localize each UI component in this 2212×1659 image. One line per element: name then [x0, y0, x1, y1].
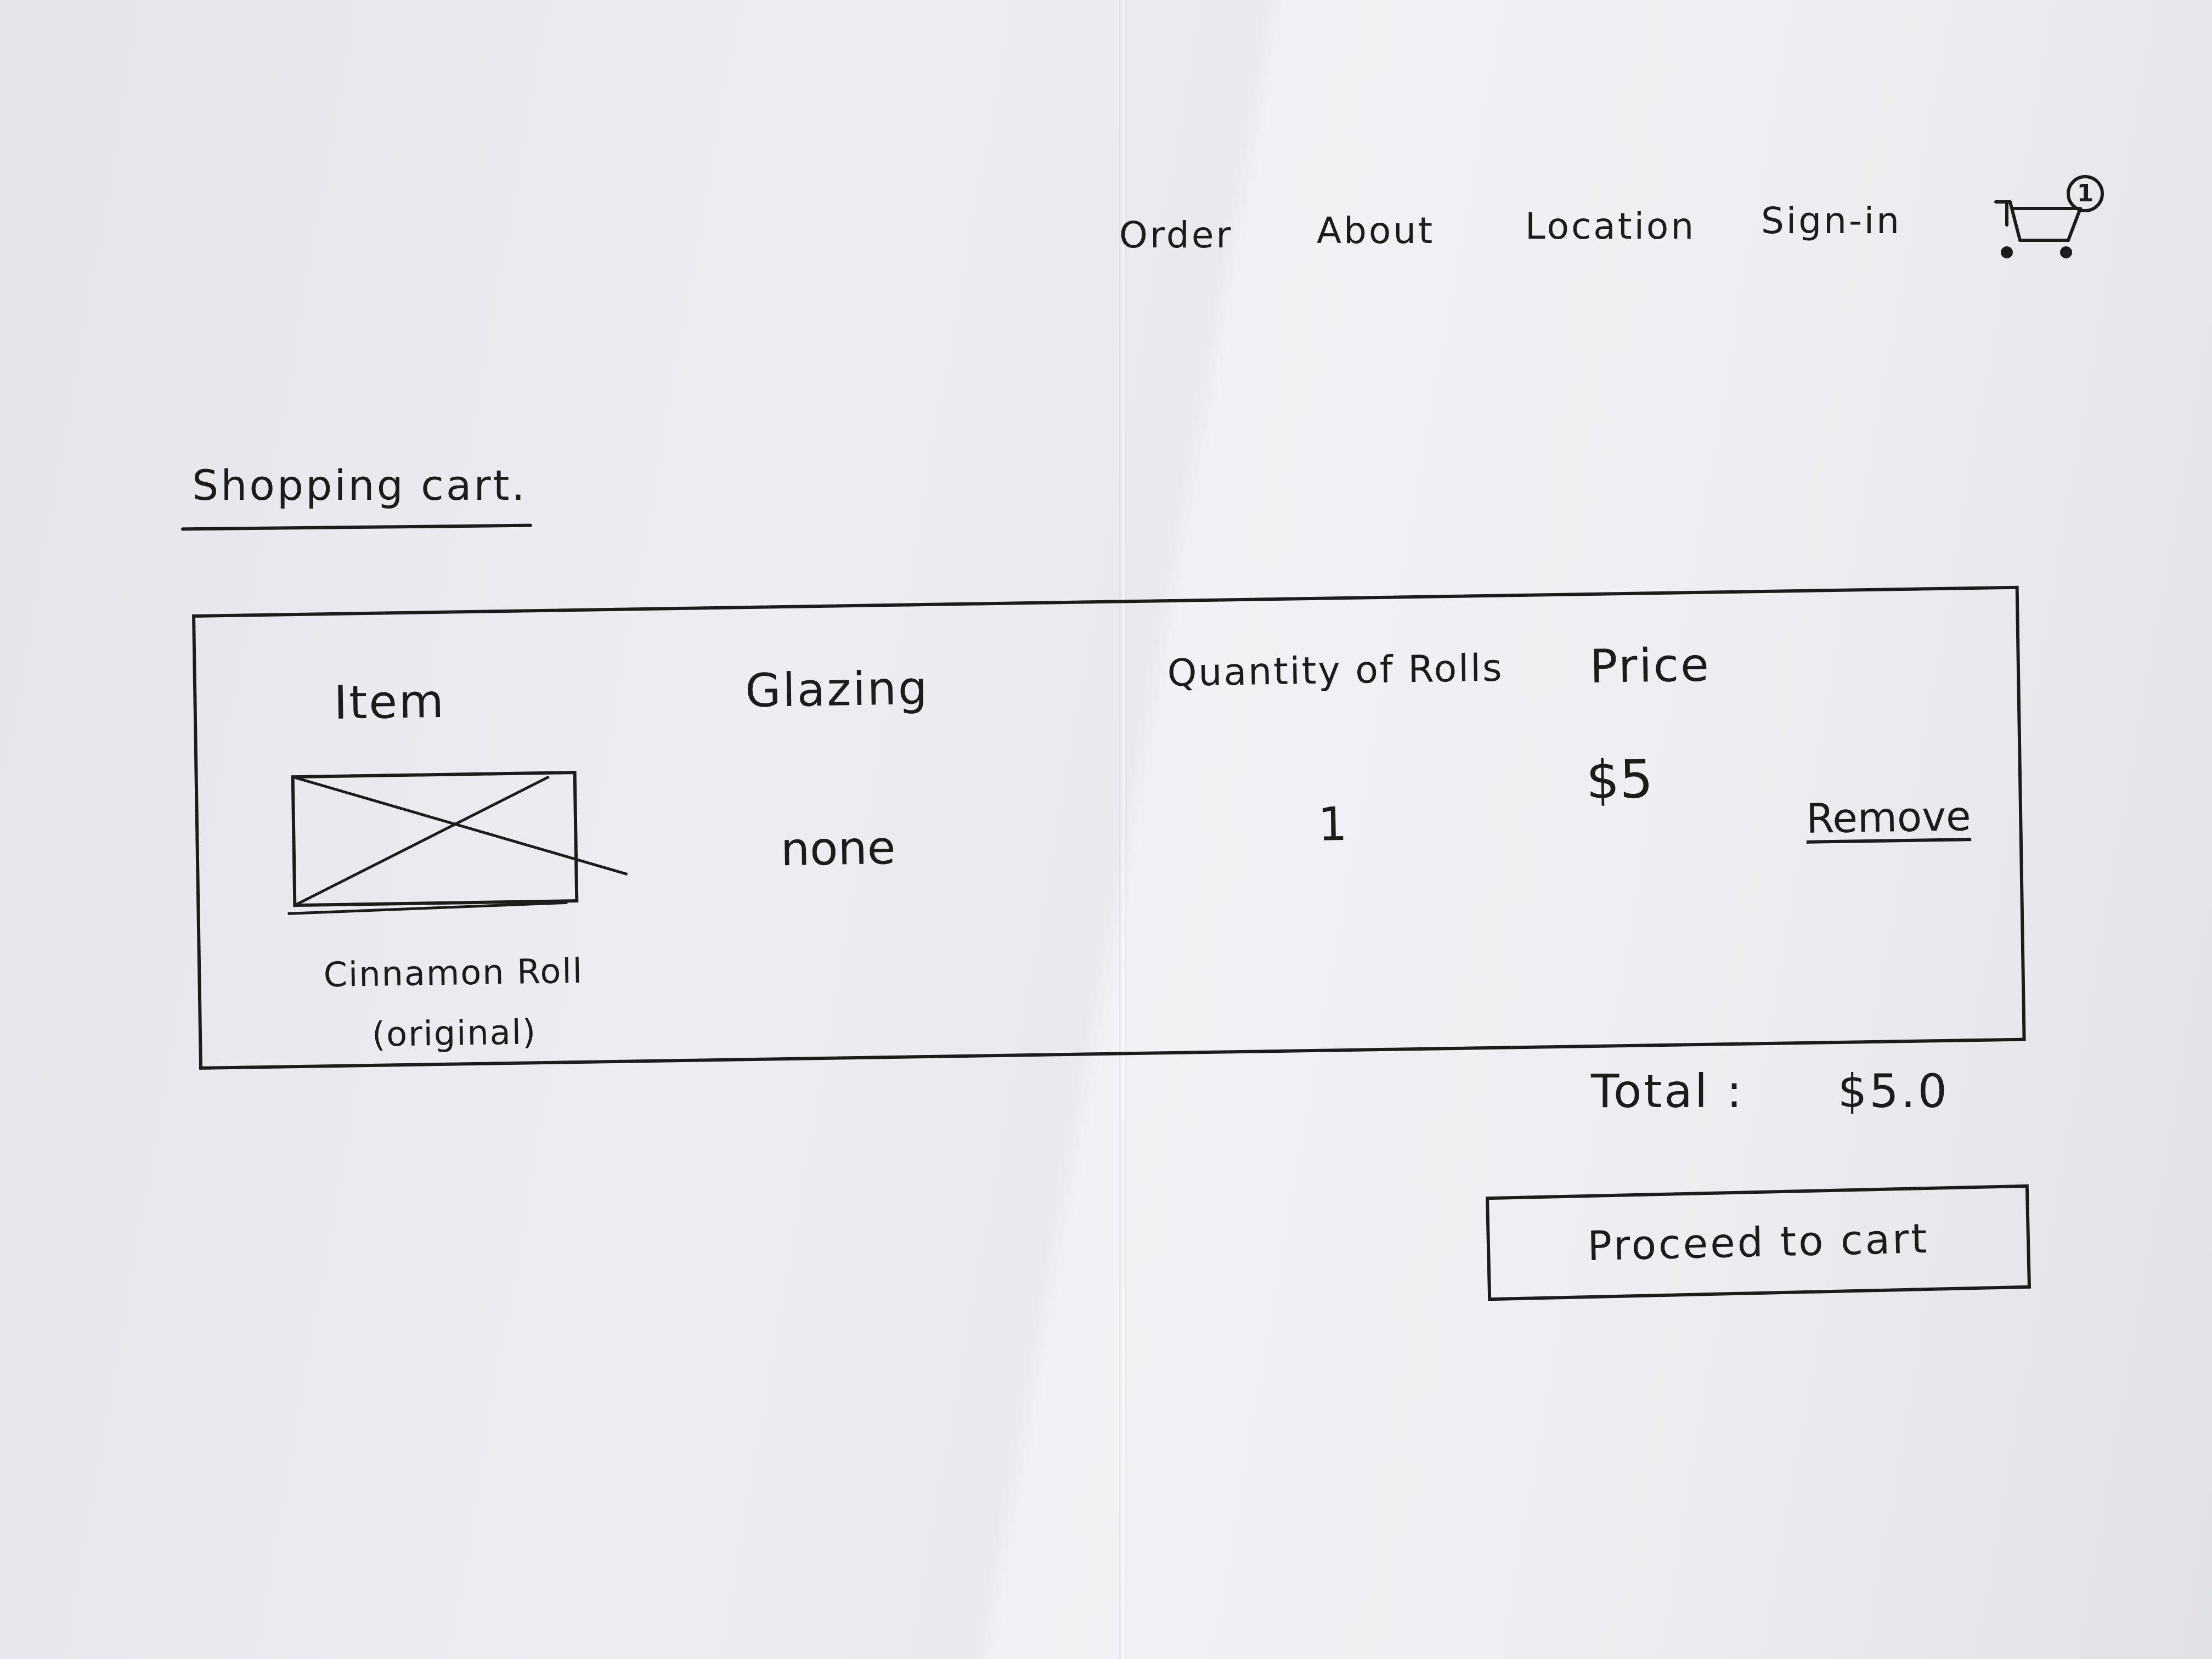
nav-about-link[interactable]: About: [1317, 210, 1435, 252]
shopping-cart-icon: [1994, 175, 2104, 258]
top-nav: Order About Location Sign-in 1: [1108, 175, 2123, 274]
proceed-to-cart-button[interactable]: Proceed to cart: [1485, 1184, 2032, 1301]
column-header-item: Item: [333, 674, 446, 730]
column-header-glazing: Glazing: [744, 661, 929, 718]
nav-signin-link[interactable]: Sign-in: [1761, 200, 1901, 242]
image-placeholder-icon: [287, 771, 628, 915]
remove-item-link[interactable]: Remove: [1805, 793, 1972, 843]
cart-table: Item Glazing Quantity of Rolls Price Cin…: [192, 585, 2026, 1070]
product-name: Cinnamon Roll (original): [323, 950, 584, 1054]
page-title: Shopping cart.: [192, 461, 527, 510]
cart-count-badge: 1: [2076, 179, 2094, 207]
nav-location-link[interactable]: Location: [1525, 205, 1696, 247]
table-row: Cinnamon Roll (original) none 1 $5 Remov…: [195, 589, 2016, 1054]
column-header-price: Price: [1589, 637, 1711, 693]
cart-total: Total : $5.0: [1591, 1064, 1949, 1118]
total-label: Total :: [1591, 1064, 1745, 1118]
quantity-value: 1: [1317, 797, 1348, 851]
cart-button[interactable]: 1: [1986, 170, 2107, 263]
product-image-placeholder: [287, 771, 628, 915]
glazing-value: none: [780, 820, 896, 877]
paper-fold: [1119, 0, 1127, 1659]
column-header-quantity: Quantity of Rolls: [1167, 646, 1504, 696]
nav-order-link[interactable]: Order: [1119, 214, 1233, 256]
total-value: $5.0: [1837, 1064, 1949, 1118]
price-value: $5: [1585, 748, 1654, 811]
title-underline: [180, 523, 533, 531]
